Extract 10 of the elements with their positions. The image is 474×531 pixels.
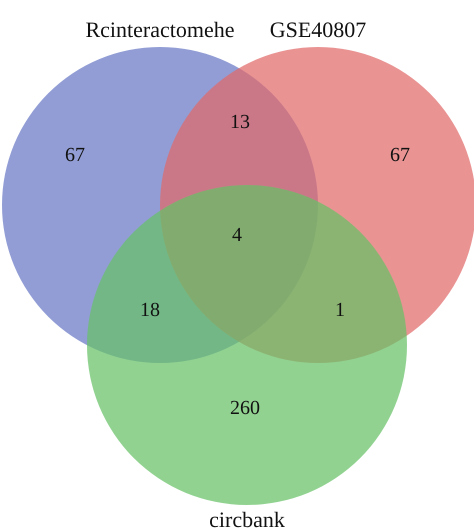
region-count: 1: [335, 299, 345, 321]
set-label: circbank: [209, 507, 285, 531]
region-count: 67: [390, 144, 410, 166]
set-label: Rcinteractomehe: [85, 17, 235, 43]
region-count: 4: [232, 224, 242, 246]
set-label: GSE40807: [270, 17, 366, 43]
region-count: 260: [230, 397, 260, 419]
region-count: 13: [230, 111, 250, 133]
region-count: 67: [65, 144, 85, 166]
region-count: 18: [140, 299, 160, 321]
